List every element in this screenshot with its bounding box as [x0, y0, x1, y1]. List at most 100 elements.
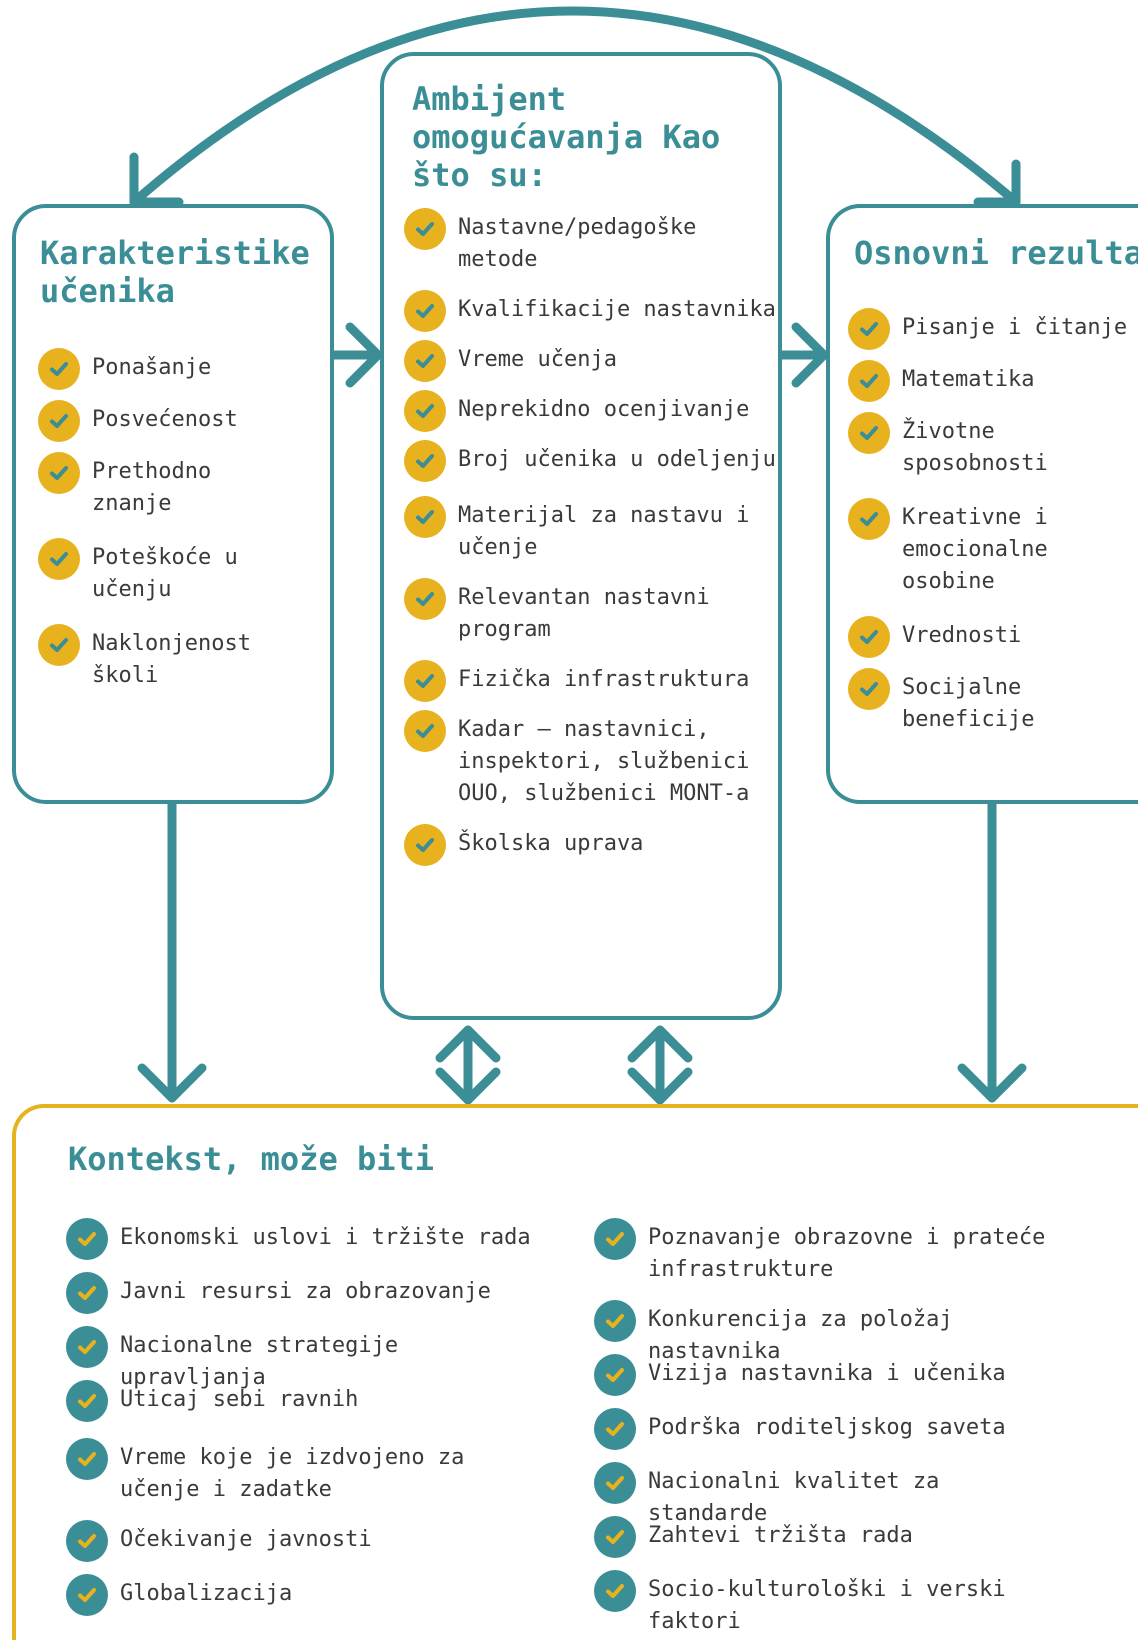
check-icon	[594, 1570, 636, 1612]
outcomes-item-label: Vrednosti	[902, 623, 1022, 648]
enabling-item: Neprekidno ocenjivanje	[404, 390, 784, 432]
enabling-item: Školska uprava	[404, 824, 784, 866]
learner-characteristics-box: Karakteristike učenika Ponašanje Posveće…	[12, 204, 334, 804]
context-box: Kontekst, može biti Ekonomski uslovi i t…	[12, 1104, 1138, 1640]
learner-item: Posvećenost	[38, 400, 328, 442]
check-icon	[38, 400, 80, 442]
context-left-label: Nacionalne strategije upravljanja	[120, 1333, 399, 1390]
learner-item: Naklonjenost školi	[38, 624, 288, 692]
arrowhead-to-outcomes	[973, 159, 1021, 207]
enabling-item-label: Školska uprava	[458, 831, 644, 856]
check-icon	[38, 538, 80, 580]
check-icon	[404, 390, 446, 432]
check-icon	[404, 496, 446, 538]
check-icon	[66, 1438, 108, 1480]
learner-title: Karakteristike učenika	[40, 234, 310, 310]
enabling-item-label: Broj učenika u odeljenju	[458, 447, 776, 472]
check-icon	[404, 824, 446, 866]
check-icon	[594, 1300, 636, 1342]
context-right-label: Zahtevi tržišta rada	[648, 1523, 913, 1548]
context-left-label: Globalizacija	[120, 1581, 293, 1606]
context-left-label: Očekivanje javnosti	[120, 1527, 372, 1552]
enabling-item: Relevantan nastavni program	[404, 578, 724, 646]
learner-item: Ponašanje	[38, 348, 328, 390]
context-right-item: Konkurencija za položaj nastavnika	[594, 1300, 1064, 1368]
learner-item: Prethodno znanje	[38, 452, 278, 520]
enabling-item-label: Vreme učenja	[458, 347, 617, 372]
check-icon	[594, 1516, 636, 1558]
context-right-label: Podrška roditeljskog saveta	[648, 1415, 1006, 1440]
context-left-label: Javni resursi za obrazovanje	[120, 1279, 491, 1304]
enabling-item-label: Materijal za nastavu i učenje	[458, 503, 750, 560]
context-right-item: Poznavanje obrazovne i prateće infrastru…	[594, 1218, 1064, 1286]
enabling-item: Fizička infrastruktura	[404, 660, 784, 702]
enabling-item: Kvalifikacije nastavnika	[404, 290, 784, 332]
check-icon	[848, 616, 890, 658]
check-icon	[404, 710, 446, 752]
check-icon	[848, 498, 890, 540]
outcomes-item: Matematika	[848, 360, 1138, 402]
check-icon	[848, 360, 890, 402]
outcomes-item: Socijalne beneficije	[848, 668, 1058, 736]
enabling-item-label: Fizička infrastruktura	[458, 667, 750, 692]
enabling-item-label: Relevantan nastavni program	[458, 585, 710, 642]
enabling-item: Vreme učenja	[404, 340, 784, 382]
context-right-item: Vizija nastavnika i učenika	[594, 1354, 1064, 1396]
context-left-label: Uticaj sebi ravnih	[120, 1387, 359, 1412]
check-icon	[848, 668, 890, 710]
check-icon	[38, 624, 80, 666]
double-arrow-left	[435, 1025, 501, 1105]
context-right-label: Nacionalni kvalitet za standarde	[648, 1469, 940, 1526]
context-left-label: Vreme koje je izdvojeno za učenje i zada…	[120, 1445, 465, 1502]
check-icon	[404, 208, 446, 250]
enabling-item: Materijal za nastavu i učenje	[404, 496, 754, 564]
check-icon	[38, 452, 80, 494]
context-title: Kontekst, može biti	[68, 1140, 435, 1178]
outcomes-item-label: Socijalne beneficije	[902, 675, 1035, 732]
check-icon	[38, 348, 80, 390]
context-right-label: Socio-kulturološki i verski faktori	[648, 1577, 1006, 1634]
check-icon	[404, 440, 446, 482]
check-icon	[66, 1520, 108, 1562]
enabling-environment-box: Ambijent omogućavanja Kao što su: Nastav…	[380, 52, 782, 1020]
learner-item: Poteškoće u učenju	[38, 538, 278, 606]
enabling-title: Ambijent omogućavanja Kao što su:	[412, 80, 721, 194]
context-left-item: Globalizacija	[66, 1574, 536, 1616]
context-left-item: Očekivanje javnosti	[66, 1520, 536, 1562]
context-right-item: Podrška roditeljskog saveta	[594, 1408, 1064, 1450]
enabling-item-label: Nastavne/pedagoške metode	[458, 215, 697, 272]
enabling-item-label: Kadar – nastavnici, inspektori, službeni…	[458, 717, 750, 806]
outcomes-item: Kreativne i emocionalne osobine	[848, 498, 1078, 598]
check-icon	[66, 1380, 108, 1422]
context-right-item: Zahtevi tržišta rada	[594, 1516, 1064, 1558]
check-icon	[594, 1408, 636, 1450]
context-left-item: Javni resursi za obrazovanje	[66, 1272, 536, 1314]
check-icon	[404, 660, 446, 702]
check-icon	[594, 1462, 636, 1504]
enabling-item: Nastavne/pedagoške metode	[404, 208, 734, 276]
check-icon	[848, 308, 890, 350]
outcomes-item-label: Životne sposobnosti	[902, 419, 1048, 476]
enabling-item: Kadar – nastavnici, inspektori, službeni…	[404, 710, 774, 810]
check-icon	[848, 412, 890, 454]
context-left-label: Ekonomski uslovi i tržište rada	[120, 1225, 531, 1250]
outcomes-item-label: Matematika	[902, 367, 1035, 392]
outcomes-title: Osnovni rezultati	[854, 234, 1138, 272]
context-right-label: Konkurencija za položaj nastavnika	[648, 1307, 953, 1364]
learner-item-label: Ponašanje	[92, 355, 212, 380]
learner-item-label: Naklonjenost školi	[92, 631, 251, 688]
check-icon	[66, 1574, 108, 1616]
double-arrow-right	[627, 1025, 693, 1105]
context-left-item: Uticaj sebi ravnih	[66, 1380, 536, 1422]
learner-item-label: Posvećenost	[92, 407, 238, 432]
context-left-item: Ekonomski uslovi i tržište rada	[66, 1218, 536, 1260]
basic-outcomes-box: Osnovni rezultati Pisanje i čitanje Mate…	[826, 204, 1138, 804]
check-icon	[66, 1218, 108, 1260]
context-right-label: Vizija nastavnika i učenika	[648, 1361, 1006, 1386]
check-icon	[594, 1218, 636, 1260]
check-icon	[66, 1272, 108, 1314]
learner-item-label: Prethodno znanje	[92, 459, 212, 516]
arrowhead-to-learner	[129, 152, 184, 207]
outcomes-item: Pisanje i čitanje	[848, 308, 1138, 350]
